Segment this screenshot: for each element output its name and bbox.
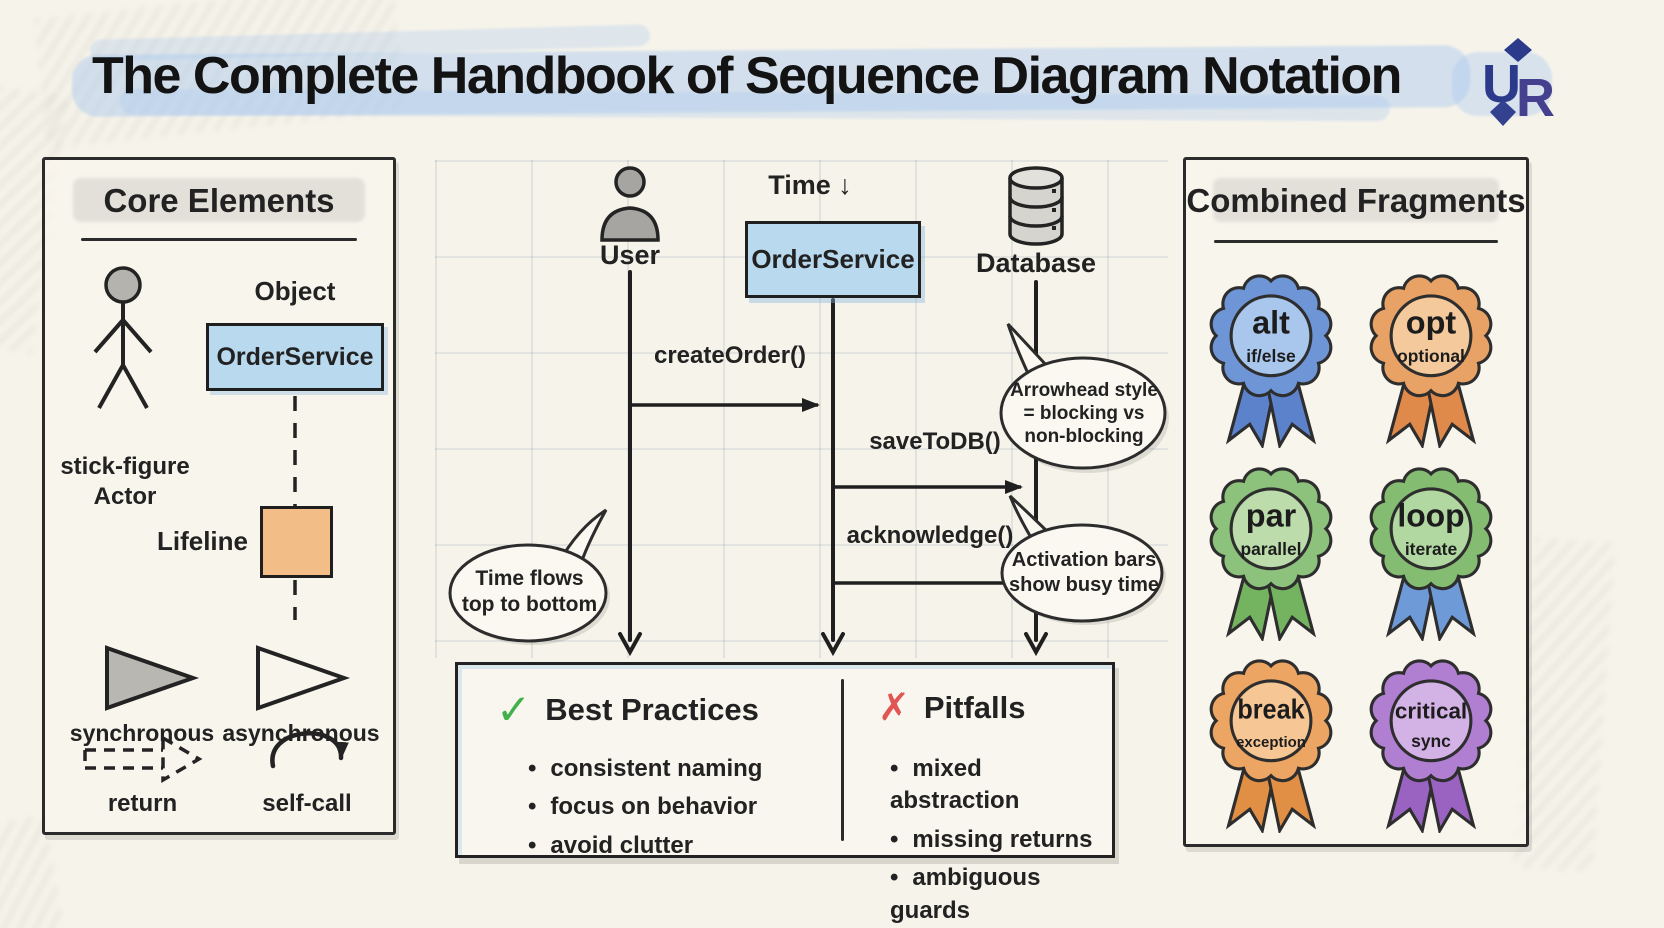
user-label: User <box>599 240 661 270</box>
orderservice-box: OrderService <box>745 221 921 298</box>
self-call-arrow-icon <box>270 731 349 769</box>
best-practices-panel: ✓ Best Practices consistent naming focus… <box>455 662 1115 924</box>
fragment-badge-opt: opt optional <box>1356 261 1506 451</box>
badge-label: alt <box>1252 304 1290 340</box>
actor-label: stick-figure Actor <box>60 453 190 510</box>
divider <box>841 679 844 841</box>
pitfall-item: missing returns <box>890 824 1112 856</box>
fragment-badge-alt: alt if/else <box>1196 261 1346 451</box>
badge-label: critical <box>1395 698 1467 723</box>
badge-sublabel: exception <box>1236 734 1306 751</box>
best-practices-header: ✓ Best Practices <box>496 689 759 731</box>
fragment-badge-par: par parallel <box>1196 454 1346 644</box>
self-call-label: self-call <box>262 790 352 817</box>
bp-item: avoid clutter <box>528 830 762 862</box>
pitfalls-list: mixed abstraction missing returns ambigu… <box>890 747 1112 928</box>
object-label: Object <box>254 276 336 306</box>
database-icon <box>1008 166 1064 246</box>
orderservice-box-text: OrderService <box>751 244 915 274</box>
return-label: return <box>107 790 178 817</box>
stick-figure-icon <box>93 266 153 409</box>
sync-arrow-icon <box>105 645 200 711</box>
bp-item: consistent naming <box>528 753 762 785</box>
badge-label: par <box>1246 497 1297 533</box>
title-shading <box>1213 178 1499 222</box>
async-arrow-icon <box>256 645 351 711</box>
callout-time-flows: Time flows top to bottom <box>461 567 598 617</box>
fragment-badge-critical: critical sync <box>1356 646 1506 836</box>
core-elements-drawings <box>83 266 351 784</box>
title-underline <box>1214 240 1498 243</box>
title-shading <box>72 178 366 222</box>
message-label-createorder: createOrder() <box>653 342 807 369</box>
cross-icon: ✗ <box>878 687 910 729</box>
uml-logo: U R <box>1482 38 1555 128</box>
pitfall-item: mixed abstraction <box>890 753 1112 818</box>
badge-label: break <box>1237 693 1305 724</box>
pitfalls-header: ✗ Pitfalls <box>878 689 1026 727</box>
object-box-text: OrderService <box>216 342 374 371</box>
badge-label: loop <box>1397 497 1464 533</box>
message-arrows <box>632 398 1023 590</box>
check-icon: ✓ <box>496 686 532 733</box>
core-elements-title: Core Elements <box>103 182 335 219</box>
combined-fragments-panel: Combined Fragments alt if/else opt optio… <box>1183 157 1529 847</box>
core-elements-panel: Core Elements <box>42 157 396 835</box>
time-label: Time ↓ <box>768 170 852 200</box>
message-label-acknowledge: acknowledge() <box>846 522 1014 549</box>
lifelines <box>618 270 1048 657</box>
badge-label: opt <box>1406 304 1457 340</box>
title-underline <box>81 238 357 241</box>
async-label: asynchronous <box>222 720 380 746</box>
callout-activation-bars: Activation bars show busy time <box>1008 549 1160 596</box>
sequence-diagram-layer <box>448 270 1169 657</box>
best-practices-title: Best Practices <box>545 692 759 727</box>
pitfalls-title: Pitfalls <box>923 690 1026 725</box>
database-label: Database <box>975 248 1097 278</box>
best-practices-list: consistent naming focus on behavior avoi… <box>528 747 762 868</box>
sync-label: synchronous <box>69 720 215 746</box>
message-label-savetodb: saveToDB() <box>869 428 1001 455</box>
combined-fragments-title: Combined Fragments <box>1186 182 1526 219</box>
badge-sublabel: if/else <box>1246 346 1296 366</box>
callout-arrowhead-style: Arrowhead style = blocking vs non-blocki… <box>1010 380 1158 447</box>
bp-item: focus on behavior <box>528 791 762 823</box>
pitfall-item: ambiguous guards <box>890 862 1112 927</box>
badge-sublabel: iterate <box>1405 539 1458 559</box>
return-arrow-icon <box>83 734 203 784</box>
fragment-badge-break: break exception <box>1196 646 1346 836</box>
object-box: OrderService <box>206 323 384 391</box>
activation-box <box>260 506 333 578</box>
page-title: The Complete Handbook of Sequence Diagra… <box>92 47 1402 105</box>
fragment-badge-loop: loop iterate <box>1356 454 1506 644</box>
user-icon <box>600 166 660 242</box>
callout-bubbles <box>448 322 1169 645</box>
logo-letter-r: R <box>1516 68 1555 128</box>
badge-sublabel: optional <box>1397 346 1465 366</box>
badge-sublabel: parallel <box>1240 539 1301 559</box>
badge-sublabel: sync <box>1411 731 1451 751</box>
lifeline-label: Lifeline <box>156 526 248 556</box>
